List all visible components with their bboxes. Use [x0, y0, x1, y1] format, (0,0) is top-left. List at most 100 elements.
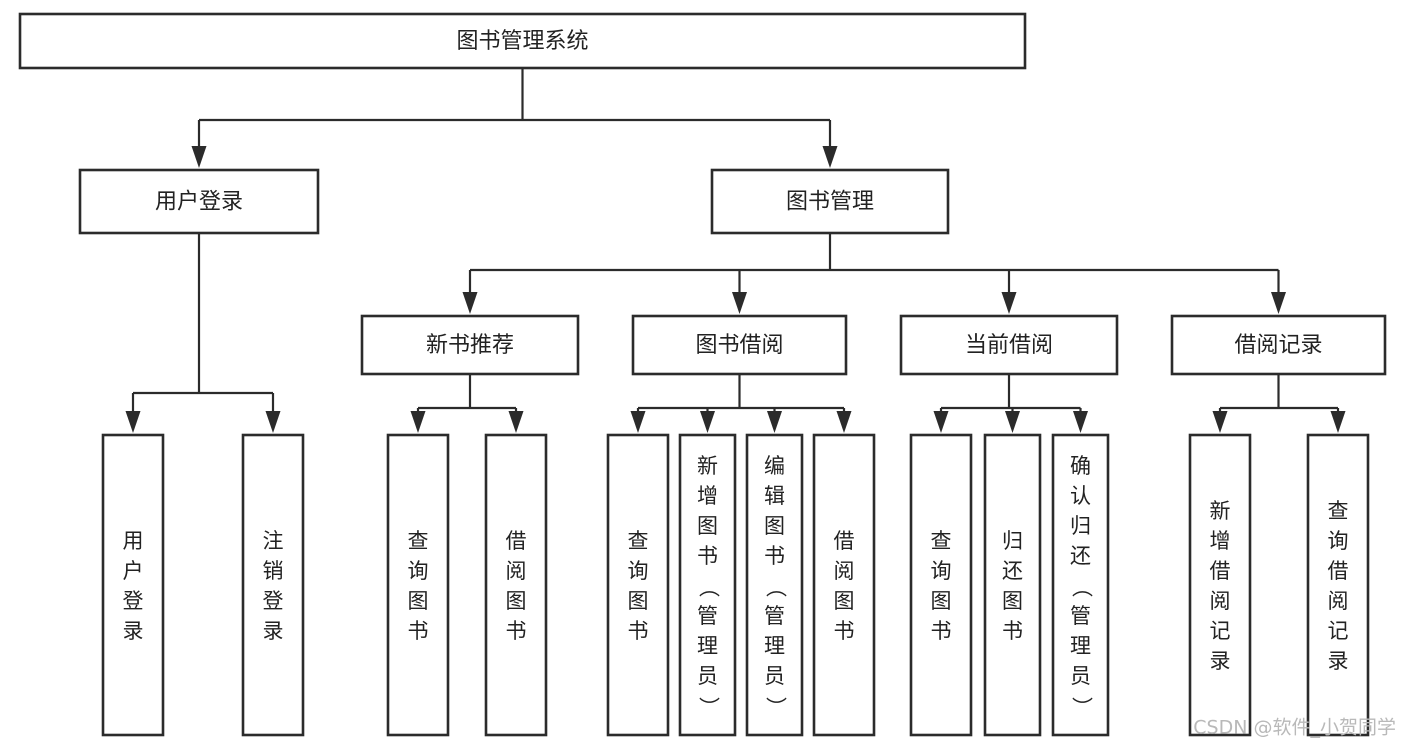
- connectors-layer: [125, 68, 1346, 433]
- svg-text:查: 查: [1328, 499, 1349, 523]
- node-leaf-bb-edit-box[interactable]: [745, 433, 804, 737]
- svg-text:书: 书: [931, 619, 952, 643]
- svg-text:图: 图: [1002, 589, 1023, 613]
- svg-text:借: 借: [506, 529, 527, 553]
- edge-to-leaf-bb-borrow-arrowhead: [836, 411, 852, 433]
- edge-to-leaf-br-add-arrowhead: [1212, 411, 1228, 433]
- node-leaf-rec-query-box[interactable]: [386, 433, 450, 737]
- svg-text:管: 管: [1070, 604, 1091, 628]
- svg-text:（: （: [697, 577, 721, 598]
- node-borrow-record-box[interactable]: [1170, 314, 1387, 376]
- node-borrow-record-label: 借阅记录: [1234, 333, 1322, 358]
- edge-to-borrow-record-arrowhead: [1271, 292, 1286, 314]
- svg-text:借: 借: [1210, 559, 1231, 583]
- edge-to-leaf-user-login-arrowhead: [125, 411, 141, 433]
- svg-text:管: 管: [697, 604, 718, 628]
- node-current-borrow-label: 当前借阅: [965, 333, 1053, 358]
- svg-text:新: 新: [697, 454, 718, 478]
- svg-text:编: 编: [764, 454, 785, 478]
- svg-text:书: 书: [1002, 619, 1023, 643]
- node-leaf-bb-query-box[interactable]: [606, 433, 670, 737]
- svg-text:书: 书: [408, 619, 429, 643]
- svg-text:记: 记: [1210, 619, 1231, 643]
- node-leaf-user-logout-box[interactable]: [241, 433, 305, 737]
- svg-text:借: 借: [834, 529, 855, 553]
- node-root-box[interactable]: [18, 12, 1027, 70]
- node-root-label: 图书管理系统: [456, 29, 588, 54]
- svg-text:员: 员: [1070, 664, 1091, 688]
- svg-text:（: （: [1070, 577, 1094, 598]
- node-leaf-cb-return-box[interactable]: [983, 433, 1042, 737]
- node-user-login-label: 用户登录: [155, 190, 243, 215]
- svg-text:确: 确: [1070, 454, 1091, 478]
- node-book-manage-label: 图书管理: [786, 190, 874, 215]
- svg-text:询: 询: [931, 559, 952, 583]
- nodes-layer: 图书管理系统用户登录图书管理新书推荐图书借阅当前借阅借阅记录用户登录注销登录查询…: [18, 12, 1387, 737]
- svg-text:辑: 辑: [764, 484, 785, 508]
- svg-text:理: 理: [1070, 634, 1091, 658]
- svg-text:）: ）: [697, 697, 721, 718]
- node-leaf-cb-confirm-box[interactable]: [1051, 433, 1110, 737]
- node-leaf-cb-query-box[interactable]: [909, 433, 973, 737]
- node-new-book-rec-box[interactable]: [360, 314, 580, 376]
- svg-text:户: 户: [123, 559, 144, 583]
- node-leaf-bb-add-box[interactable]: [678, 433, 737, 737]
- svg-text:用: 用: [123, 529, 144, 553]
- svg-text:书: 书: [764, 544, 785, 568]
- svg-text:询: 询: [408, 559, 429, 583]
- edge-to-leaf-bb-query-arrowhead: [630, 411, 646, 433]
- svg-text:认: 认: [1070, 484, 1091, 508]
- svg-text:员: 员: [697, 664, 718, 688]
- svg-text:还: 还: [1070, 544, 1091, 568]
- svg-text:阅: 阅: [834, 559, 855, 583]
- edge-to-leaf-cb-return-arrowhead: [1005, 411, 1020, 433]
- svg-text:图: 图: [628, 589, 649, 613]
- edge-to-leaf-rec-query-arrowhead: [410, 411, 426, 433]
- node-book-manage-box[interactable]: [710, 168, 950, 235]
- edge-to-leaf-rec-borrow-arrowhead: [508, 411, 524, 433]
- svg-text:（: （: [764, 577, 788, 598]
- svg-text:员: 员: [764, 664, 785, 688]
- edge-to-leaf-bb-add-arrowhead: [700, 411, 715, 433]
- svg-text:记: 记: [1328, 619, 1349, 643]
- node-user-login-box[interactable]: [78, 168, 320, 235]
- node-leaf-br-query-box[interactable]: [1306, 433, 1370, 737]
- svg-text:归: 归: [1002, 529, 1023, 553]
- svg-text:查: 查: [931, 529, 952, 553]
- node-leaf-br-add-box[interactable]: [1188, 433, 1252, 737]
- node-leaf-bb-borrow-box[interactable]: [812, 433, 876, 737]
- svg-text:图: 图: [408, 589, 429, 613]
- node-book-borrow-box[interactable]: [631, 314, 848, 376]
- edge-to-new-book-rec-arrowhead: [462, 292, 478, 314]
- svg-text:录: 录: [1210, 649, 1231, 673]
- svg-text:新: 新: [1210, 499, 1231, 523]
- edge-to-leaf-bb-edit-arrowhead: [767, 411, 782, 433]
- node-leaf-rec-borrow-box[interactable]: [484, 433, 548, 737]
- svg-text:理: 理: [697, 634, 718, 658]
- svg-text:图: 图: [697, 514, 718, 538]
- edge-to-user-login-arrowhead: [191, 146, 207, 168]
- svg-text:增: 增: [697, 484, 718, 508]
- svg-text:销: 销: [263, 559, 284, 583]
- node-leaf-user-login-box[interactable]: [101, 433, 165, 737]
- node-current-borrow-box[interactable]: [899, 314, 1119, 376]
- svg-text:还: 还: [1002, 559, 1023, 583]
- svg-text:询: 询: [628, 559, 649, 583]
- svg-text:图: 图: [834, 589, 855, 613]
- svg-text:阅: 阅: [1210, 589, 1231, 613]
- svg-text:登: 登: [263, 589, 284, 613]
- svg-text:增: 增: [1210, 529, 1231, 553]
- svg-text:归: 归: [1070, 514, 1091, 538]
